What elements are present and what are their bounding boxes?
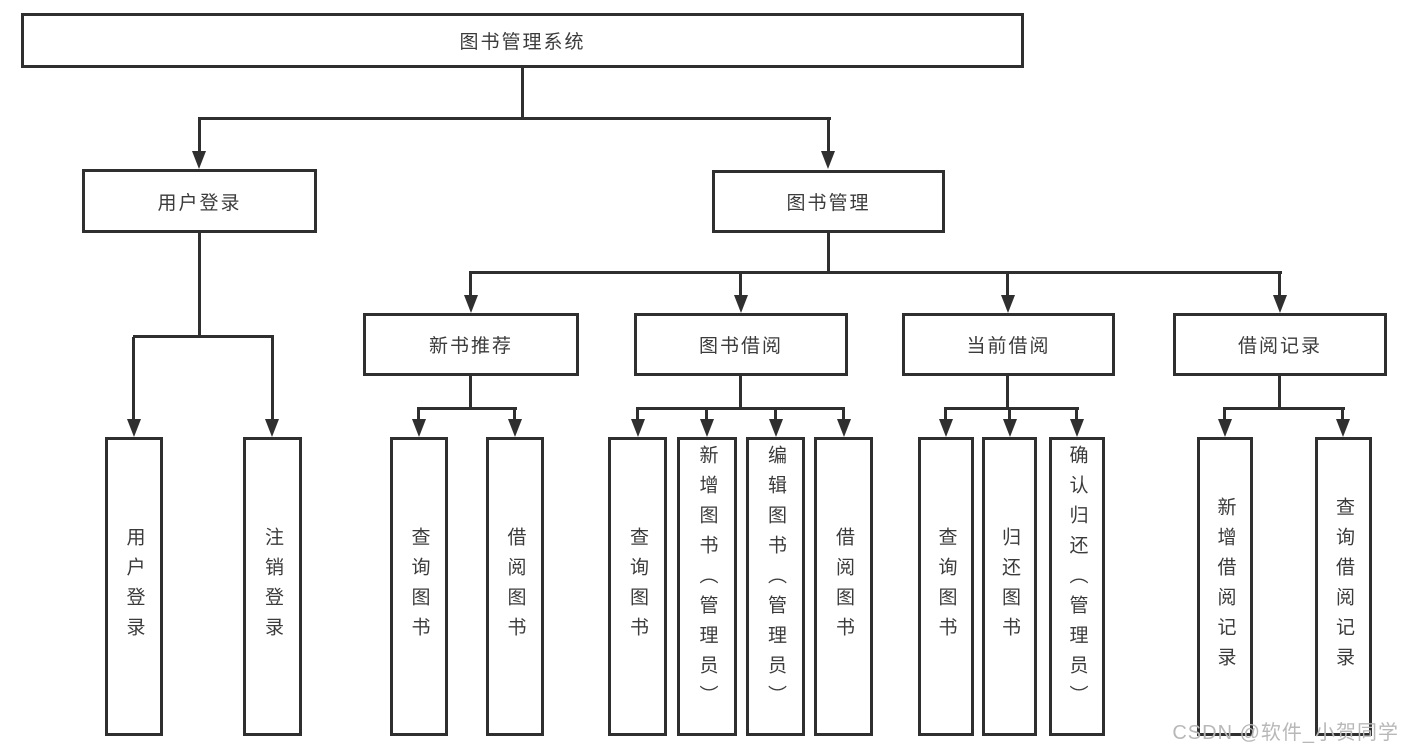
leaf-borrow-books-borrowing: 借阅图书 [814, 437, 873, 736]
arrow-down-icon [464, 295, 478, 313]
leaf-query-books-current: 查询图书 [918, 437, 974, 736]
connector-line [774, 409, 777, 421]
leaf-user-login: 用户登录 [105, 437, 163, 736]
arrow-down-icon [265, 419, 279, 437]
leaf-label: 注销登录 [262, 526, 283, 647]
arrow-down-icon [412, 419, 426, 437]
leaf-query-books-borrowing: 查询图书 [608, 437, 667, 736]
leaf-query-books-recommend: 查询图书 [390, 437, 448, 736]
node-borrowing-records: 借阅记录 [1173, 313, 1387, 376]
arrow-down-icon [1070, 419, 1084, 437]
node-book-management: 图书管理 [712, 170, 945, 233]
connector-line [198, 119, 201, 153]
connector-line [132, 337, 135, 419]
arrow-down-icon [1003, 419, 1017, 437]
arrow-down-icon [631, 419, 645, 437]
connector-line [1008, 409, 1011, 421]
connector-line [944, 407, 1079, 410]
arrow-down-icon [1001, 295, 1015, 313]
leaf-label: 借阅图书 [504, 526, 526, 647]
connector-line [271, 337, 274, 419]
connector-line [198, 117, 831, 120]
node-user-login: 用户登录 [82, 169, 317, 233]
leaf-logout: 注销登录 [243, 437, 302, 736]
leaf-label: 查询图书 [627, 526, 648, 647]
connector-line [1006, 376, 1009, 409]
connector-line [417, 407, 517, 410]
leaf-label: 借阅图书 [833, 526, 854, 647]
connector-line [827, 233, 830, 273]
arrow-down-icon [939, 419, 953, 437]
arrow-down-icon [700, 419, 714, 437]
connector-line [944, 409, 947, 421]
leaf-add-borrow-record: 新增借阅记录 [1197, 437, 1253, 736]
connector-line [198, 233, 201, 337]
connector-line [739, 273, 742, 297]
arrow-down-icon [821, 151, 835, 169]
leaf-label: 归还图书 [999, 526, 1020, 647]
connector-line [521, 68, 524, 119]
leaf-label: 查询图书 [408, 526, 430, 647]
node-current-borrowing: 当前借阅 [902, 313, 1115, 376]
leaf-label: 用户登录 [123, 526, 145, 647]
arrow-down-icon [508, 419, 522, 437]
connector-line [1223, 409, 1226, 421]
arrow-down-icon [769, 419, 783, 437]
leaf-label: 新增借阅记录 [1214, 496, 1236, 677]
connector-line [133, 335, 274, 338]
connector-line [469, 273, 472, 297]
leaf-label: 确认归还（管理员） [1066, 445, 1088, 715]
leaf-label: 查询借阅记录 [1333, 496, 1354, 677]
connector-line [1075, 409, 1078, 421]
arrow-down-icon [1218, 419, 1232, 437]
leaf-confirm-return-admin: 确认归还（管理员） [1049, 437, 1105, 736]
connector-line [842, 409, 845, 421]
node-system-root: 图书管理系统 [21, 13, 1024, 68]
leaf-borrow-books-recommend: 借阅图书 [486, 437, 544, 736]
connector-line [1223, 407, 1345, 410]
arrow-down-icon [837, 419, 851, 437]
arrow-down-icon [127, 419, 141, 437]
node-new-book-recommendation: 新书推荐 [363, 313, 579, 376]
connector-line [1278, 376, 1281, 409]
connector-line [469, 271, 1282, 274]
connector-line [417, 409, 420, 421]
leaf-edit-book-admin: 编辑图书（管理员） [746, 437, 805, 736]
leaf-query-borrow-record: 查询借阅记录 [1315, 437, 1372, 736]
connector-line [636, 407, 845, 410]
connector-line [705, 409, 708, 421]
connector-line [1341, 409, 1344, 421]
connector-line [513, 409, 516, 421]
arrow-down-icon [734, 295, 748, 313]
leaf-label: 查询图书 [935, 526, 957, 647]
connector-line [1278, 273, 1281, 297]
leaf-return-books: 归还图书 [982, 437, 1037, 736]
leaf-label: 新增图书（管理员） [696, 445, 718, 715]
arrow-down-icon [1273, 295, 1287, 313]
connector-line [827, 119, 830, 153]
arrow-down-icon [1336, 419, 1350, 437]
connector-line [739, 376, 742, 409]
connector-line [469, 376, 472, 409]
connector-line [636, 409, 639, 421]
leaf-label: 编辑图书（管理员） [765, 445, 786, 715]
connector-line [1006, 273, 1009, 297]
arrow-down-icon [192, 151, 206, 169]
leaf-add-book-admin: 新增图书（管理员） [677, 437, 737, 736]
watermark-text: CSDN @软件_小贺同学 [1172, 722, 1399, 744]
node-book-borrowing: 图书借阅 [634, 313, 848, 376]
